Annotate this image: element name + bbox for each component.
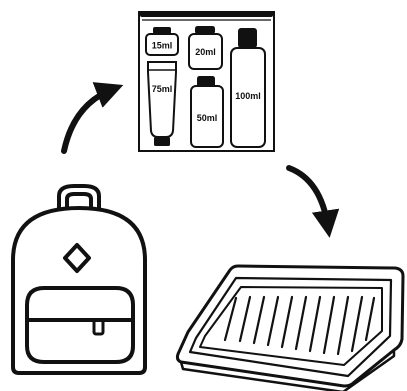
bottle-label-15ml: 15ml — [152, 41, 173, 51]
backpack-pocket — [27, 288, 133, 362]
security-tray-icon — [177, 266, 403, 391]
curved-arrow-icon — [64, 89, 113, 151]
backpack-icon — [13, 186, 145, 373]
tube-label-75ml: 75ml — [152, 84, 173, 94]
bottle-50ml: 50ml — [191, 76, 223, 147]
tube-75ml: 75ml — [148, 62, 176, 146]
bottle-label-100ml: 100ml — [235, 91, 261, 101]
bag-zip-seal — [140, 11, 273, 17]
curved-arrow-icon — [289, 168, 328, 227]
bottle-label-50ml: 50ml — [197, 113, 218, 123]
bottle-label-20ml: 20ml — [195, 47, 216, 57]
